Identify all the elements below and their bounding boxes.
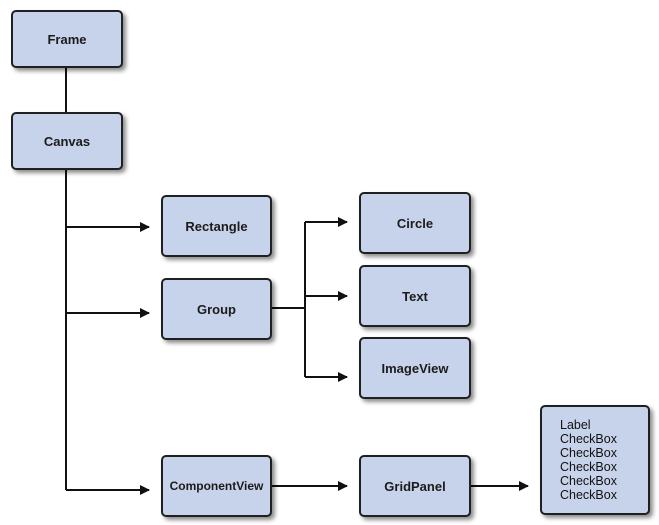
panel-item-checkbox: CheckBox [560, 488, 617, 502]
node-gridpanel: GridPanel [359, 455, 471, 517]
panel-item-checkbox: CheckBox [560, 446, 617, 460]
node-canvas-label: Canvas [43, 133, 91, 149]
node-group: Group [161, 278, 272, 340]
node-frame-label: Frame [47, 31, 87, 47]
node-componentview-label: ComponentView [169, 479, 264, 493]
node-gridpanel-label: GridPanel [384, 478, 446, 494]
node-circle-label: Circle [396, 215, 434, 231]
panel-item-checkbox: CheckBox [560, 474, 617, 488]
node-componentview: ComponentView [161, 455, 272, 517]
node-circle: Circle [359, 192, 471, 254]
panel-item-label: Label [560, 418, 591, 432]
node-group-label: Group [197, 301, 236, 317]
panel-item-checkbox: CheckBox [560, 460, 617, 474]
node-text-label: Text [402, 288, 428, 304]
node-rectangle: Rectangle [161, 195, 272, 257]
node-imageview: ImageView [359, 337, 471, 399]
node-frame: Frame [11, 10, 123, 68]
node-text: Text [359, 265, 471, 327]
node-rectangle-label: Rectangle [185, 218, 248, 234]
node-canvas: Canvas [11, 112, 123, 170]
node-imageview-label: ImageView [381, 360, 449, 376]
panel-item-checkbox: CheckBox [560, 432, 617, 446]
node-control-panel: Label CheckBox CheckBox CheckBox CheckBo… [540, 405, 650, 515]
